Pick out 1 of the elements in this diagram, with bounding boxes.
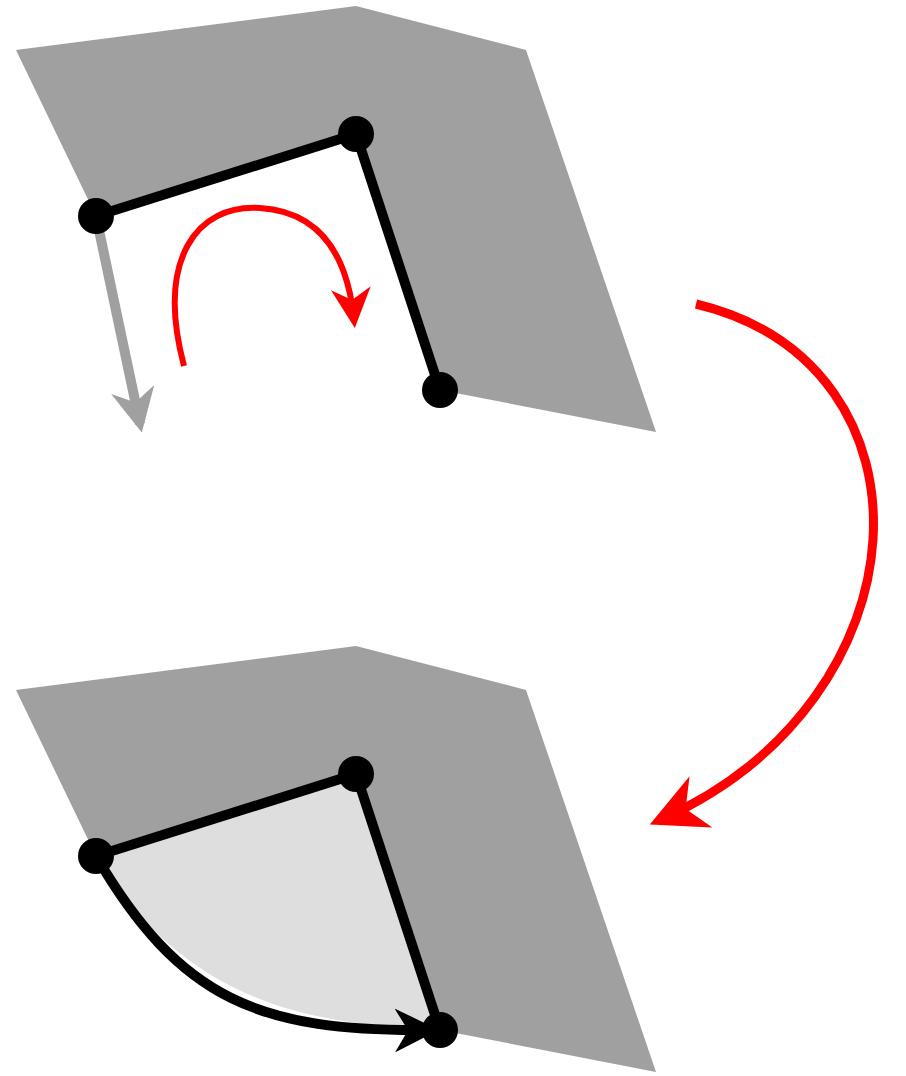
arrow bbox=[650, 299, 878, 826]
